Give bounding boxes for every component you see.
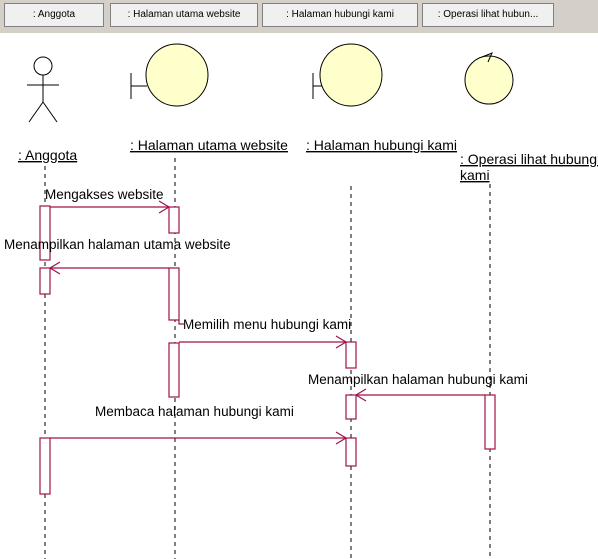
message-membaca-halaman-hubungi-kami[interactable]: Membaca halaman hubungi kami	[50, 404, 348, 445]
actor-left-leg-icon	[28, 101, 44, 123]
arrow-left-icon	[48, 261, 61, 275]
activation-anggota-2	[39, 267, 51, 295]
control-operasi-lihat-hubungi-kami[interactable]: : Operasi lihat hubungi kami	[460, 52, 598, 183]
activation-anggota-1	[39, 205, 51, 261]
message-menampilkan-halaman-utama[interactable]: Menampilkan halaman utama website	[4, 237, 231, 275]
control-label-line2: kami	[460, 167, 490, 183]
boundary1-label: : Halaman utama website	[130, 137, 288, 153]
tab-halaman-utama-website[interactable]: : Halaman utama website	[110, 3, 258, 27]
control-circle-icon	[464, 55, 514, 105]
message-connector	[178, 320, 184, 325]
activation-halaman-utama-3	[168, 342, 180, 398]
arrow-right-icon	[335, 335, 348, 349]
arrow-right-icon	[158, 200, 171, 214]
activation-halaman-hubungi-1	[345, 341, 357, 369]
message-label: Memilih menu hubungi kami	[183, 317, 351, 332]
message-memilih-menu-hubungi-kami[interactable]: Memilih menu hubungi kami	[178, 317, 351, 349]
arrow-left-icon	[354, 388, 367, 402]
message-mengakses-website[interactable]: Mengakses website	[45, 187, 171, 214]
boundary2-label: : Halaman hubungi kami	[306, 137, 457, 153]
lifeline-header-bar: : Anggota : Halaman utama website : Hala…	[0, 0, 598, 33]
activation-halaman-hubungi-3	[345, 437, 357, 467]
boundary-halaman-utama-website[interactable]: : Halaman utama website	[130, 43, 288, 153]
boundary-circle-icon	[319, 43, 383, 107]
actor-anggota[interactable]: : Anggota	[18, 56, 77, 163]
control-arrow-icon	[481, 52, 493, 63]
activation-halaman-utama-1	[168, 206, 180, 234]
message-label: Membaca halaman hubungi kami	[95, 404, 294, 419]
actor-right-leg-icon	[42, 101, 58, 123]
tab-operasi-lihat-hubungi[interactable]: : Operasi lihat hubun...	[422, 3, 554, 27]
activation-halaman-hubungi-2	[345, 394, 357, 420]
message-menampilkan-halaman-hubungi-kami[interactable]: Menampilkan halaman hubungi kami	[308, 372, 528, 402]
activation-operasi-1	[484, 394, 496, 450]
tab-anggota[interactable]: : Anggota	[4, 3, 104, 27]
message-label: Mengakses website	[45, 187, 164, 202]
boundary-circle-icon	[145, 43, 209, 107]
activation-anggota-3	[39, 437, 51, 495]
actor-label: : Anggota	[18, 147, 77, 163]
arrow-right-icon	[335, 431, 348, 445]
actor-head-icon	[33, 56, 53, 76]
boundary-halaman-hubungi-kami[interactable]: : Halaman hubungi kami	[306, 43, 457, 153]
control-label-line1: : Operasi lihat hubungi	[460, 151, 598, 167]
tab-halaman-hubungi-kami[interactable]: : Halaman hubungi kami	[262, 3, 418, 27]
message-label: Menampilkan halaman hubungi kami	[308, 372, 528, 387]
activation-halaman-utama-2	[168, 267, 180, 321]
message-label: Menampilkan halaman utama website	[4, 237, 231, 252]
